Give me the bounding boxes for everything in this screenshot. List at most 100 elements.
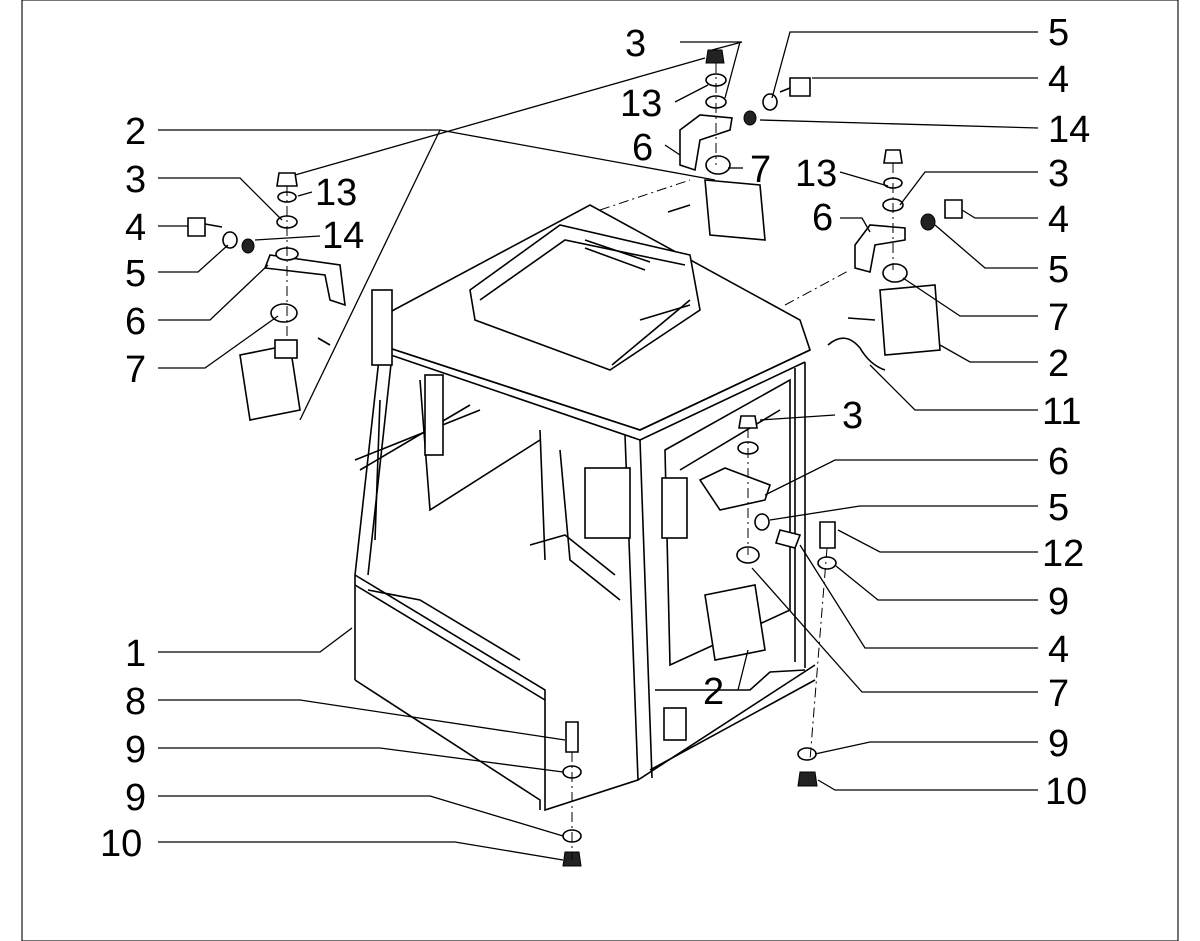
callout-2-right: 2 — [1048, 343, 1069, 385]
cab-step — [655, 669, 806, 691]
nut-10-right — [797, 771, 818, 787]
roof-vent — [584, 239, 651, 263]
bracket-left — [263, 254, 346, 307]
leader-5-right — [934, 224, 1038, 269]
leader-6-top — [664, 144, 681, 156]
spring-washer-left — [222, 231, 238, 249]
callout-4-mid: 4 — [1048, 629, 1069, 671]
leader-1 — [158, 627, 353, 653]
leader-5-left — [158, 244, 229, 273]
callout-3-top: 3 — [625, 23, 646, 65]
leader-6-right — [840, 217, 871, 233]
cab-inner-sill — [367, 589, 521, 661]
wiper-left — [374, 399, 381, 541]
leader-6-mid — [764, 459, 1038, 496]
leader-3-right — [899, 171, 1038, 206]
leader-13-right — [839, 171, 889, 187]
lamp-cable-top — [667, 204, 691, 213]
leader-4-right — [961, 209, 1038, 219]
callout-7-right: 7 — [1048, 297, 1069, 339]
callout-1: 1 — [125, 633, 146, 675]
nut-top-14 — [743, 110, 757, 126]
leader-lines — [158, 31, 1039, 861]
bolt-head-left — [187, 217, 206, 237]
leader-5-top — [771, 31, 1038, 99]
nut-mid — [738, 415, 758, 429]
washer-9-upper-right — [817, 556, 837, 570]
spring-washer-mid — [754, 513, 770, 531]
callout-6-mid: 6 — [1048, 441, 1069, 483]
rubber-washer-top — [705, 155, 731, 175]
callout-6-left: 6 — [125, 301, 146, 343]
roof-hatch-ridge — [479, 239, 686, 301]
window-left — [419, 379, 541, 512]
lamp-group-mid — [698, 415, 837, 787]
callout-4-left: 4 — [125, 207, 146, 249]
callout-6-right: 6 — [812, 197, 833, 239]
diagram-border — [21, 0, 1179, 941]
leader-11 — [869, 364, 1038, 411]
callout-5-mid: 5 — [1048, 487, 1069, 529]
pillar-left-front-inner — [367, 354, 393, 576]
lamp-cable-left — [317, 337, 331, 346]
cab-box — [584, 467, 631, 539]
rubber-washer-left — [270, 303, 298, 323]
nut-left — [276, 172, 298, 187]
cab-base-front — [354, 574, 816, 812]
axis-mid-right — [809, 547, 828, 761]
spring-washer-right — [920, 213, 936, 231]
bolt-shank-top — [779, 87, 791, 93]
callout-10-left: 10 — [100, 823, 142, 865]
bolt-shank-left — [204, 223, 223, 228]
worklamp-left — [239, 344, 301, 421]
bracket-mid — [698, 467, 772, 511]
bolt-head-top — [789, 77, 811, 97]
window-rear — [559, 449, 621, 601]
wiper-blade — [359, 404, 471, 471]
rubber-washer-right — [882, 263, 908, 283]
nut-left-14 — [241, 238, 255, 254]
nut-right — [883, 149, 903, 164]
callout-7-top: 7 — [750, 149, 771, 191]
cab-body — [354, 204, 816, 812]
leader-9-left-a — [158, 747, 564, 773]
side-mirror — [661, 477, 688, 539]
leader-3-crossing — [294, 57, 706, 176]
leader-14-top — [759, 119, 1039, 129]
roof-vent-2 — [584, 247, 646, 271]
roof-hatch — [469, 224, 701, 371]
bolt-mid — [774, 529, 802, 549]
worklamp-mid — [704, 584, 766, 661]
callout-13-top: 13 — [620, 83, 662, 125]
leader-10-left — [158, 841, 564, 861]
callout-9-left-b: 9 — [125, 777, 146, 819]
spring-washer-top — [762, 93, 778, 111]
leader-2-right — [939, 344, 1038, 363]
callout-4-right: 4 — [1048, 199, 1069, 241]
callout-2-lower: 2 — [703, 671, 724, 713]
fasteners-bottom-left — [562, 721, 582, 867]
lamp-group-right — [827, 149, 963, 371]
leader-2-lower — [737, 649, 749, 691]
wiper-motor — [424, 374, 444, 456]
cab-base-lower — [354, 679, 541, 810]
leader-5-mid — [769, 505, 1038, 521]
callout-11: 11 — [1042, 391, 1081, 433]
leader-7-right — [902, 277, 1038, 317]
nut-top — [705, 49, 725, 64]
callout-4-top: 4 — [1048, 59, 1069, 101]
callout-2-left: 2 — [125, 111, 146, 153]
roof-hatch-side — [611, 299, 691, 366]
bracket-top — [679, 114, 733, 172]
callout-13-right: 13 — [795, 153, 837, 195]
callout-3-right: 3 — [1048, 153, 1069, 195]
bolt-8 — [565, 721, 579, 753]
floor-edge — [529, 534, 616, 576]
callout-14-left: 14 — [322, 215, 364, 257]
alignment-lines — [286, 63, 894, 860]
callout-5-right: 5 — [1048, 249, 1069, 291]
leader-7-lower — [751, 567, 1038, 693]
leader-12 — [837, 529, 1038, 553]
leader-9-right-a — [835, 565, 1038, 601]
